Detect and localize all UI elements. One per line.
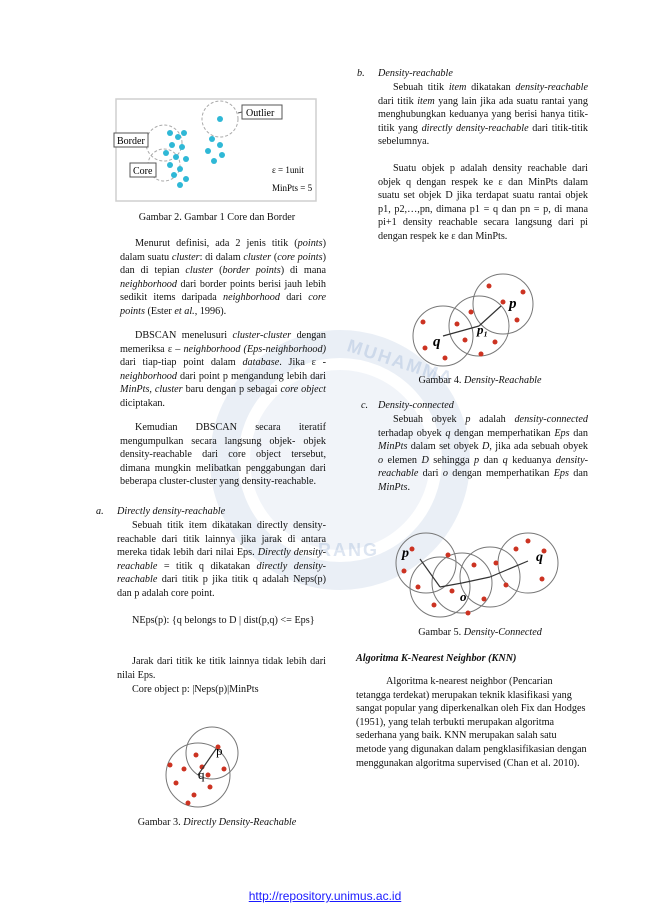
section-a-distance: Jarak dari titik ke titik lainnya tidak … xyxy=(117,656,326,681)
figure-directly-density-reachable: p q xyxy=(165,726,239,808)
fig3-p-label: p xyxy=(216,743,223,758)
fig3-q-label: q xyxy=(198,767,205,782)
section-a-marker: a. xyxy=(96,506,104,517)
outlier-label: Outlier xyxy=(246,108,275,119)
fig4-p-label: p xyxy=(507,296,517,312)
watermark-seal xyxy=(250,370,430,550)
figure-4-caption: Gambar 4. Density-Reachable xyxy=(418,375,542,386)
section-b-body: Sebuah titik item dikatakan density-reac… xyxy=(378,82,589,148)
formula-neps: NEps(p): {q belongs to D | dist(p,q) <= … xyxy=(132,615,315,626)
section-b-marker: b. xyxy=(357,68,365,79)
knn-body: Algoritma k-nearest neighbor (Pencarian … xyxy=(356,676,587,769)
section-c-title: Density-connected xyxy=(378,400,454,411)
fig5-p-label: p xyxy=(401,546,409,561)
minpts-label: MinPts = 5 xyxy=(272,183,313,193)
formula-core-object: Core object p: |Neps(p)|MinPts xyxy=(132,684,259,695)
figure-3-caption: Gambar 3. Directly Density-Reachable xyxy=(137,817,297,828)
repository-link[interactable]: http://repository.unimus.ac.id xyxy=(248,889,402,903)
section-b-definition: Suatu objek p adalah density reachable d… xyxy=(378,163,588,242)
paragraph-iteratif: Kemudian DBSCAN secara iteratif mengumpu… xyxy=(120,422,326,488)
section-a-body: Sebuah titik item dikatakan directly den… xyxy=(117,520,326,599)
figure-density-reachable: p q p₁ xyxy=(412,273,534,367)
paragraph-dbscan: DBSCAN menelusuri cluster-cluster dengan… xyxy=(120,330,327,409)
fig5-q-label: q xyxy=(536,550,543,565)
section-a-title: Directly density-reachable xyxy=(117,506,226,517)
section-c-marker: c. xyxy=(361,400,369,411)
fig4-p1-label: p₁ xyxy=(476,322,488,337)
section-b-title: Density-reachable xyxy=(378,68,453,79)
fig4-q-label: q xyxy=(433,334,441,350)
watermark-text-bottom: RANG xyxy=(318,540,379,560)
eps-label: ε = 1unit xyxy=(272,165,304,175)
knn-heading: Algoritma K-Nearest Neighbor (KNN) xyxy=(356,653,517,664)
section-c-body: Sebuah obyek p adalah density-connected … xyxy=(378,414,588,493)
figure-density-connected: p q o xyxy=(395,532,559,618)
fig5-o-label: o xyxy=(460,589,467,604)
figure-5-caption: Gambar 5. Density-Connected xyxy=(418,627,542,638)
figure-2-caption: Gambar 2. Gambar 1 Core dan Border xyxy=(138,212,296,223)
figure-core-border: Border Core Outlier ε = 1unit MinPts = 5 xyxy=(113,98,317,202)
border-label: Border xyxy=(117,136,145,147)
paragraph-definition: Menurut definisi, ada 2 jenis titik (poi… xyxy=(120,238,326,317)
core-label: Core xyxy=(133,166,153,177)
